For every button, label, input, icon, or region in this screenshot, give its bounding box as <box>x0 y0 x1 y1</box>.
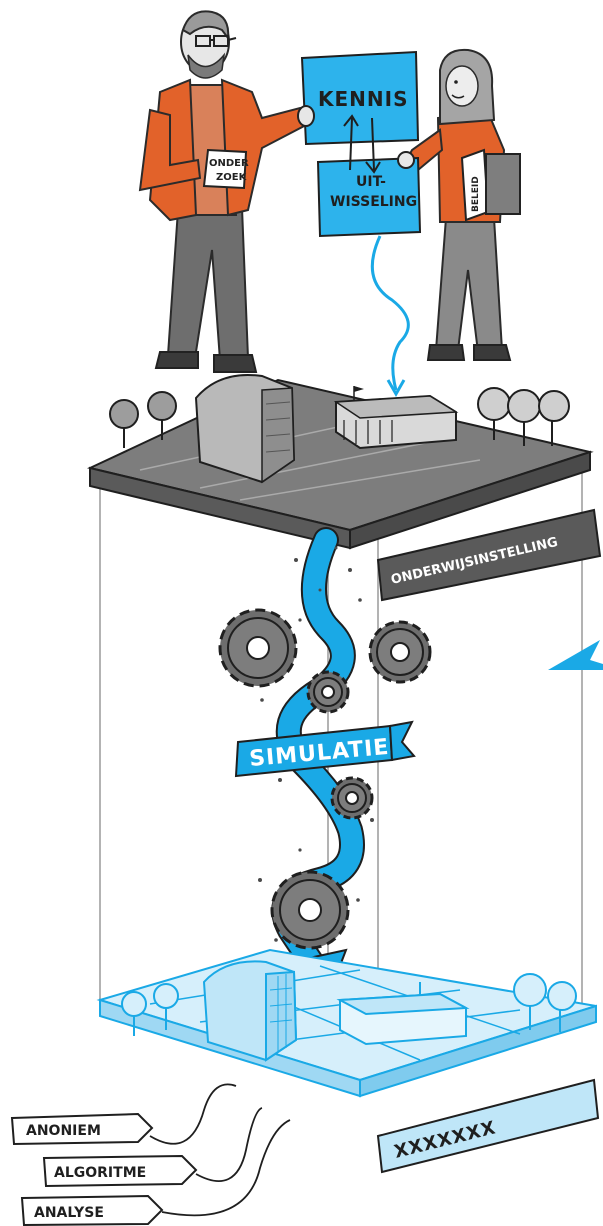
analyse-tag: ANALYSE <box>20 1194 164 1226</box>
digital-tall-building-icon <box>202 960 298 1062</box>
woman-hand <box>397 151 415 169</box>
masked-name-tag: XXXXXXX <box>376 1078 600 1174</box>
uitwisseling-label-line1: UIT- <box>356 174 386 190</box>
kennis-label: KENNIS <box>318 87 408 111</box>
tree-icon-right <box>477 387 570 446</box>
analyse-label: ANALYSE <box>34 1205 104 1221</box>
uitwisseling-label-line2: WISSELING <box>330 194 417 210</box>
man-hand <box>297 105 315 127</box>
tall-building-icon <box>194 374 296 484</box>
digital-tree-icon-right <box>513 973 577 1032</box>
gear-icon-large-bottom <box>270 870 350 950</box>
anoniem-tag: ANONIEM <box>10 1112 154 1146</box>
school-building-icon <box>333 386 459 450</box>
beleid-label: BELEID <box>471 176 481 212</box>
kennis-card: KENNIS <box>300 50 420 146</box>
exchange-arrow-icon <box>343 114 381 174</box>
onderzoek-card: ONDER ZOEK <box>202 148 249 190</box>
flow-arrow-icon <box>370 235 410 391</box>
beleid-book: BELEID <box>460 148 521 222</box>
gear-icon-large-left <box>218 608 298 688</box>
gear-icon-mid <box>330 776 374 820</box>
onderzoek-label-line1: ONDER <box>209 158 249 169</box>
gear-icon-small-center <box>306 670 350 714</box>
onderzoek-label-line2: ZOEK <box>216 172 248 183</box>
digital-school-building-icon <box>336 982 470 1046</box>
uitwisseling-card: UIT- WISSELING <box>316 156 422 238</box>
man-researcher-person-icon <box>138 10 310 373</box>
connector-lines <box>149 1083 291 1217</box>
digital-tree-icon-left <box>121 983 179 1036</box>
tree-icon-left <box>109 391 177 448</box>
anoniem-label: ANONIEM <box>26 1123 101 1139</box>
algoritme-label: ALGORITME <box>54 1165 146 1181</box>
gear-icon-right <box>368 620 432 684</box>
algoritme-tag: ALGORITME <box>42 1154 198 1188</box>
blue-flash-mark <box>548 640 603 670</box>
